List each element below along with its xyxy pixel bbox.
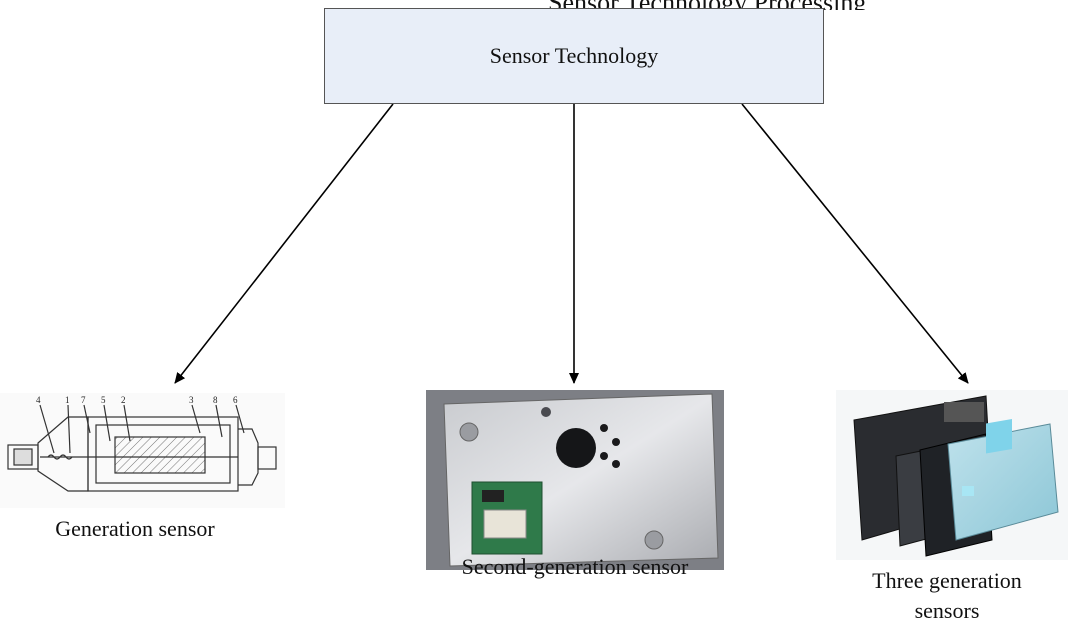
part-number: 6 [233,395,238,405]
part-number: 2 [121,395,126,405]
second-generation-sensor-photo [426,390,724,570]
arrow-to-generation-3 [741,103,969,384]
root-label: Sensor Technology [489,43,659,68]
part-number: 1 [65,395,70,405]
part-number: 4 [36,395,41,405]
caption-generation-1: Generation sensor [55,516,215,541]
part-number: 7 [81,395,86,405]
part-number: 5 [101,395,106,405]
caption-generation-3: Three generation sensors [872,568,1022,623]
sensor-technology-box: Sensor Technology [324,8,824,104]
first-generation-sensor-drawing: 4 1 7 5 2 3 8 6 [0,393,285,508]
caption-generation-2: Second-generation sensor [461,554,689,579]
top-cut-off-text: Sensor Technology Processing [548,0,1068,10]
arrow-to-generation-1 [174,103,394,384]
part-number: 3 [189,395,194,405]
part-number: 8 [213,395,218,405]
third-generation-sensor-photo [836,390,1068,560]
